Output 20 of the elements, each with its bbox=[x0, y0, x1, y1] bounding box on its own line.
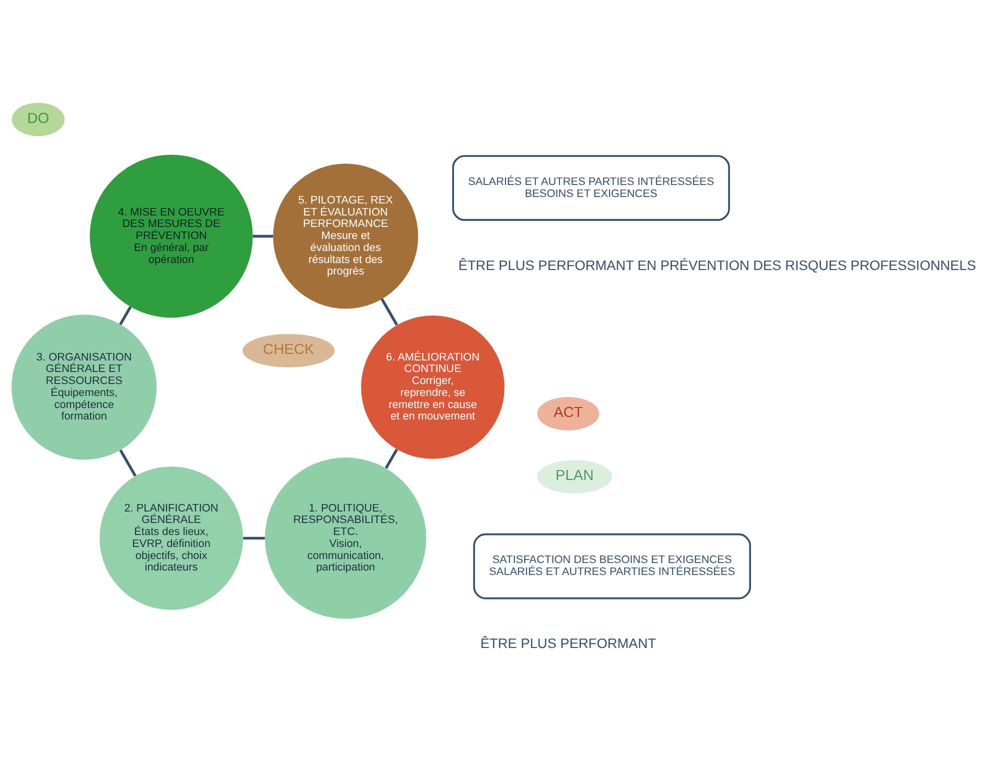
connector bbox=[119, 448, 136, 476]
label: ÊTRE PLUS PERFORMANT bbox=[480, 636, 656, 651]
node-box: SALARIÉS ET AUTRES PARTIES INTÉRESSÉES BESOINS ET EXIGENCES bbox=[452, 154, 730, 220]
connector bbox=[119, 306, 132, 325]
connector bbox=[380, 298, 398, 326]
node-ellipse: PLAN bbox=[537, 460, 612, 493]
node-circle: 6. AMÉLIORATION CONTINUE Corriger, reprendre, se remettre en cause et en mouvement bbox=[361, 314, 504, 458]
connector bbox=[252, 234, 273, 238]
node-circle: 4. MISE EN OEUVRE DES MESURES DE PRÉVENTION En général, par opération bbox=[90, 154, 253, 318]
node-circle: 5. PILOTAGE, REX ET ÉVALUATION PERFORMANCE Mesure et évaluation des résultats et des progrès bbox=[273, 163, 418, 308]
node-circle: 1. POLITIQUE, RESPONSABILITÉS, ETC. Vision, communication, participation bbox=[264, 457, 426, 618]
connector bbox=[243, 536, 265, 540]
connector bbox=[384, 448, 398, 468]
node-ellipse: CHECK bbox=[242, 333, 335, 367]
node-circle: 3. ORGANISATION GÉNÉRALE ET RESSOURCES Équipements, compétence formation bbox=[12, 314, 157, 460]
label: ÊTRE PLUS PERFORMANT EN PRÉVENTION DES RISQUES PROFESSIONNELS bbox=[458, 257, 976, 272]
node-ellipse: DO bbox=[12, 102, 65, 136]
node-box: SATISFACTION DES BESOINS ET EXIGENCES SALARIÉS ET AUTRES PARTIES INTÉRESSÉES bbox=[473, 532, 751, 599]
node-ellipse: ACT bbox=[537, 396, 600, 430]
node-circle: 2. PLANIFICATION GÉNÉRALE États des lieux, EVRP, définition objectifs, choix indicateurs bbox=[100, 466, 243, 610]
